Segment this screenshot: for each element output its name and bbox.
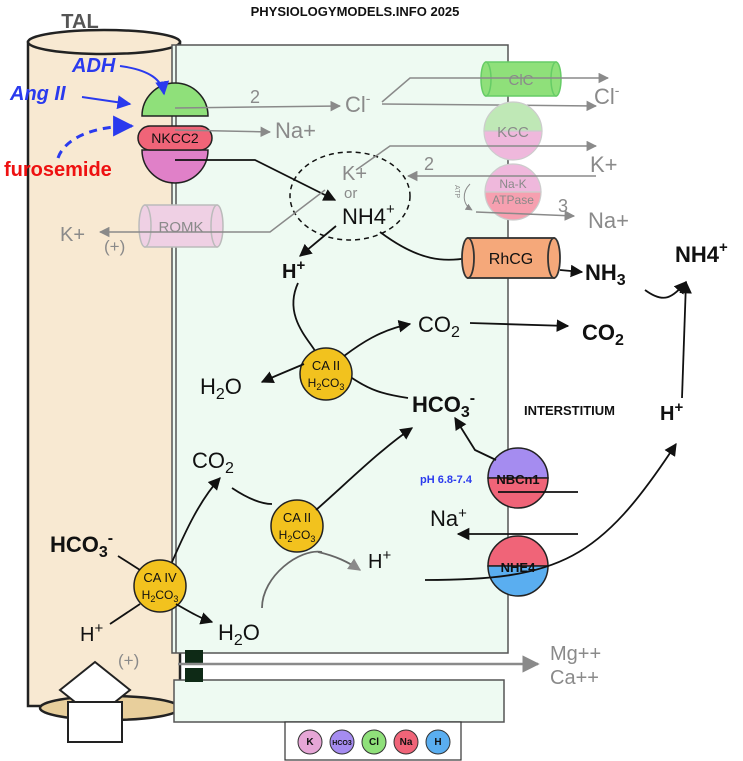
nbcn1-label: NBCn1 [496,472,539,487]
ca2-mid-label: CA II [283,510,311,525]
cl-out: Cl- [594,82,620,109]
nh3-out: NH3 [585,260,626,289]
nkcc2-transporter: NKCC2 [137,82,213,184]
lumen-label: TAL [61,11,98,33]
nh4-out: NH4+ [675,239,728,267]
header-credit: PHYSIOLOGYMODELS.INFO 2025 [251,4,460,19]
nak-label: Na-K [499,177,526,191]
nhe4-exchanger: NHE4 [487,535,549,597]
legend-swatch-cl [361,729,387,755]
na-stoich: 3 [558,196,568,216]
ca2-top-label: CA II [312,358,340,373]
ca2-top-sub: H2CO3 [308,376,345,392]
h-out: H+ [660,399,683,425]
legend-label-h: H [434,737,441,748]
paracellular-plus: (+) [118,651,139,670]
kcc-cotransporter: KCC [483,101,543,161]
atp-label: ATP [453,185,460,198]
ang2-label: Ang II [9,83,66,105]
adh-label: ADH [71,55,116,77]
k-nh4-pool [289,151,411,241]
legend-swatch-na [393,729,419,755]
furosemide-arrow [56,115,135,159]
nbcn1-cotransporter: NBCn1 [487,447,549,509]
clc-channel: ClC [480,61,562,97]
interstitium-label: INTERSTITIUM [524,403,615,418]
furosemide-label: furosemide [4,159,112,181]
legend-swatch-h [425,729,451,755]
cl-cell: Cl- [345,90,371,117]
legend-swatch-k [297,729,323,755]
romk-label: ROMK [159,219,204,236]
cl-stoich: 2 [250,87,260,107]
nkcc2-label: NKCC2 [151,130,199,146]
legend-swatch-hco3 [329,729,355,755]
rhcg-channel: RhCG [461,237,561,279]
tal-cell [171,44,509,654]
romk-channel: ROMK [138,204,224,248]
co2-out: CO2 [582,320,624,349]
k-cell: K+ [342,163,367,185]
ca-out: Ca++ [550,667,599,689]
ph-label: pH 6.8-7.4 [420,474,473,486]
or-label: or [344,185,357,202]
nhe4-label: NHE4 [501,560,536,575]
ca2-mid-sub: H2CO3 [279,528,316,544]
rhcg-label: RhCG [489,251,533,268]
legend-label-cl: Cl [369,737,379,748]
na-out: Na+ [588,208,629,233]
ca2-enzyme-mid [270,499,324,553]
clc-label: ClC [509,72,534,89]
kcc-label: KCC [497,124,529,141]
legend-label-na: Na [400,737,413,748]
romk-plus: (+) [104,237,125,256]
ca2-enzyme-top [299,347,353,401]
nh4-cell: NH4+ [342,201,395,229]
atpase-label: ATPase [492,193,534,207]
adh-arrow [119,65,170,96]
mg-out: Mg++ [550,643,601,665]
tight-junction [185,650,203,664]
neighbor-cell [173,679,505,723]
legend: K HCO3 Cl Na H [297,729,451,755]
na-cell: Na+ [275,118,316,143]
k-out: K+ [590,152,618,177]
ca4-label: CA IV [143,570,177,585]
k-lumen: K+ [60,224,85,246]
ca4-sub: H2CO3 [142,588,179,604]
nak-atpase: Na-K ATPase [484,163,542,221]
legend-label-k: K [306,737,314,748]
k-stoich: 2 [424,154,434,174]
legend-label-hco3: HCO3 [332,740,352,747]
ang2-arrow [81,95,132,110]
ca4-enzyme [133,559,187,613]
